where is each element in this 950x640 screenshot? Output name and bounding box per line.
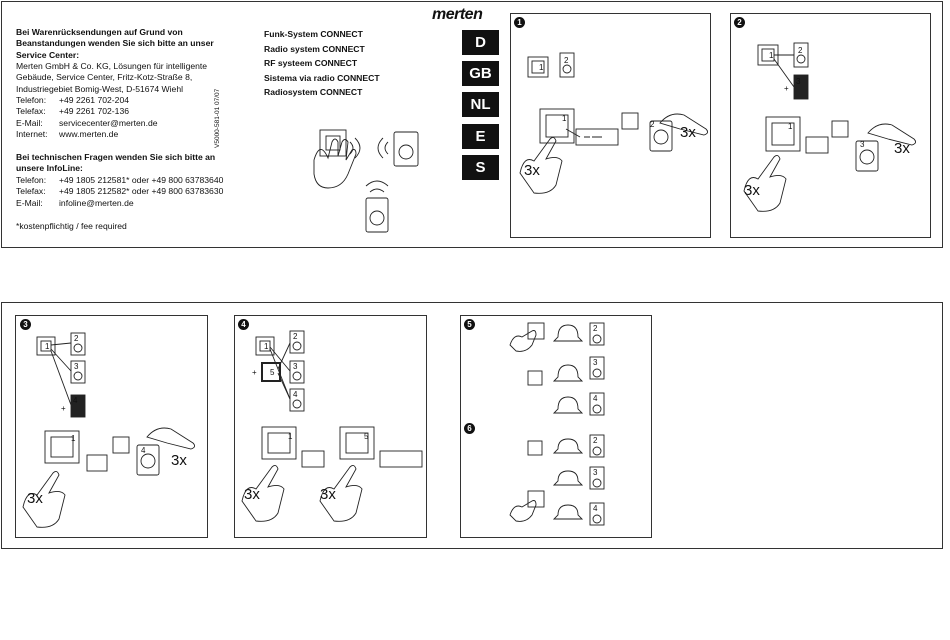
svg-text:3x: 3x [27,490,43,507]
svg-text:3x: 3x [171,452,187,469]
step-3-badge: 3 [20,319,31,330]
svg-text:3x: 3x [680,124,696,141]
infoline-heading: Bei technischen Fragen wenden Sie sich b… [16,152,216,174]
step-4-frame [234,315,427,538]
brand-logo: merten [432,6,483,23]
svg-text:3: 3 [593,468,598,477]
svg-text:3x: 3x [744,182,760,199]
svg-text:3x: 3x [320,486,336,503]
svg-text:4: 4 [593,394,598,403]
svg-text:+: + [784,84,789,93]
service-heading: Bei Warenrücksendungen auf Grund von Bea… [16,27,214,60]
contact-row: Telefax:+49 2261 702-136 [16,106,130,117]
svg-text:3x: 3x [894,140,910,157]
svg-text:1: 1 [788,122,793,131]
svg-text:1: 1 [539,63,544,72]
infoline-contacts: Telefon:+49 1805 212581* oder +49 800 63… [16,175,223,209]
svg-text:2: 2 [798,46,803,55]
contact-row: E-Mail:servicecenter@merten.de [16,117,158,128]
lang-tab-nl[interactable]: NL [462,92,499,117]
step-1-badge: 1 [514,17,525,28]
bottom-panel [1,302,943,549]
service-address: Merten GmbH & Co. KG, Lösungen für intel… [16,61,208,94]
service-contacts: Telefon:+49 2261 702-204 Telefax:+49 226… [16,95,158,141]
step-4-illustration: 1 2 3 4 5 + 1 3x 5 3x [241,330,423,522]
svg-text:2: 2 [650,120,655,129]
step-3-illustration: 1 2 3 4 + 1 3x 4 3x [22,332,196,528]
step-5-badge: 5 [464,319,475,330]
svg-text:5: 5 [364,432,369,441]
svg-text:2: 2 [564,56,569,65]
svg-text:3x: 3x [244,486,260,503]
step-1-illustration: 1 2 1 3x 2 3x [519,52,709,194]
svg-text:3: 3 [593,358,598,367]
svg-text:3: 3 [860,140,865,149]
contact-row: E-Mail:infoline@merten.de [16,197,134,208]
svg-text:2: 2 [593,324,598,333]
step-6-badge: 6 [464,423,475,434]
top-panel [1,1,943,248]
svg-text:+: + [61,404,66,413]
svg-text:4: 4 [593,504,598,513]
step-1-frame [510,13,711,238]
svg-text:3: 3 [74,362,79,371]
product-titles: Funk-System CONNECT Radio system CONNECT… [264,29,380,98]
step-2-badge: 2 [734,17,745,28]
svg-text:3: 3 [796,77,801,86]
step-4-badge: 4 [238,319,249,330]
contact-row: Telefon:+49 1805 212581* oder +49 800 63… [16,175,224,185]
svg-text:1: 1 [264,342,269,351]
svg-text:2: 2 [74,334,79,343]
svg-text:1: 1 [71,434,76,443]
step-2-illustration: 1 2 3 + 1 3x 3 3x [743,42,917,212]
step-3-frame [15,315,208,538]
svg-text:1: 1 [288,432,293,441]
document-code: V5000-581-01 07/07 [214,88,221,148]
svg-text:4: 4 [73,396,78,405]
svg-text:1: 1 [769,51,774,60]
contact-row: Internet:www.merten.de [16,129,119,140]
lang-tab-gb[interactable]: GB [462,61,499,86]
svg-text:5: 5 [270,368,275,377]
svg-text:4: 4 [293,390,298,399]
svg-text:+: + [252,368,257,377]
lang-tab-d[interactable]: D [462,30,499,55]
lang-tab-s[interactable]: S [462,155,499,180]
svg-text:4: 4 [141,446,146,455]
step-2-frame [730,13,931,238]
hero-illustration [313,129,419,233]
svg-text:1: 1 [45,342,50,351]
step-5-6-illustration: 2 3 4 2 3 4 [509,322,605,526]
svg-text:3: 3 [293,362,298,371]
svg-text:1: 1 [562,114,567,123]
svg-text:3x: 3x [524,162,540,179]
svg-text:2: 2 [593,436,598,445]
contact-row: Telefax:+49 1805 212582* oder +49 800 63… [16,186,224,197]
lang-tab-e[interactable]: E [462,124,499,149]
footnote: *kostenpflichtig / fee required [16,221,127,231]
contact-row: Telefon:+49 2261 702-204 [16,95,130,105]
step-5-6-frame [460,315,652,538]
svg-text:2: 2 [293,332,298,341]
